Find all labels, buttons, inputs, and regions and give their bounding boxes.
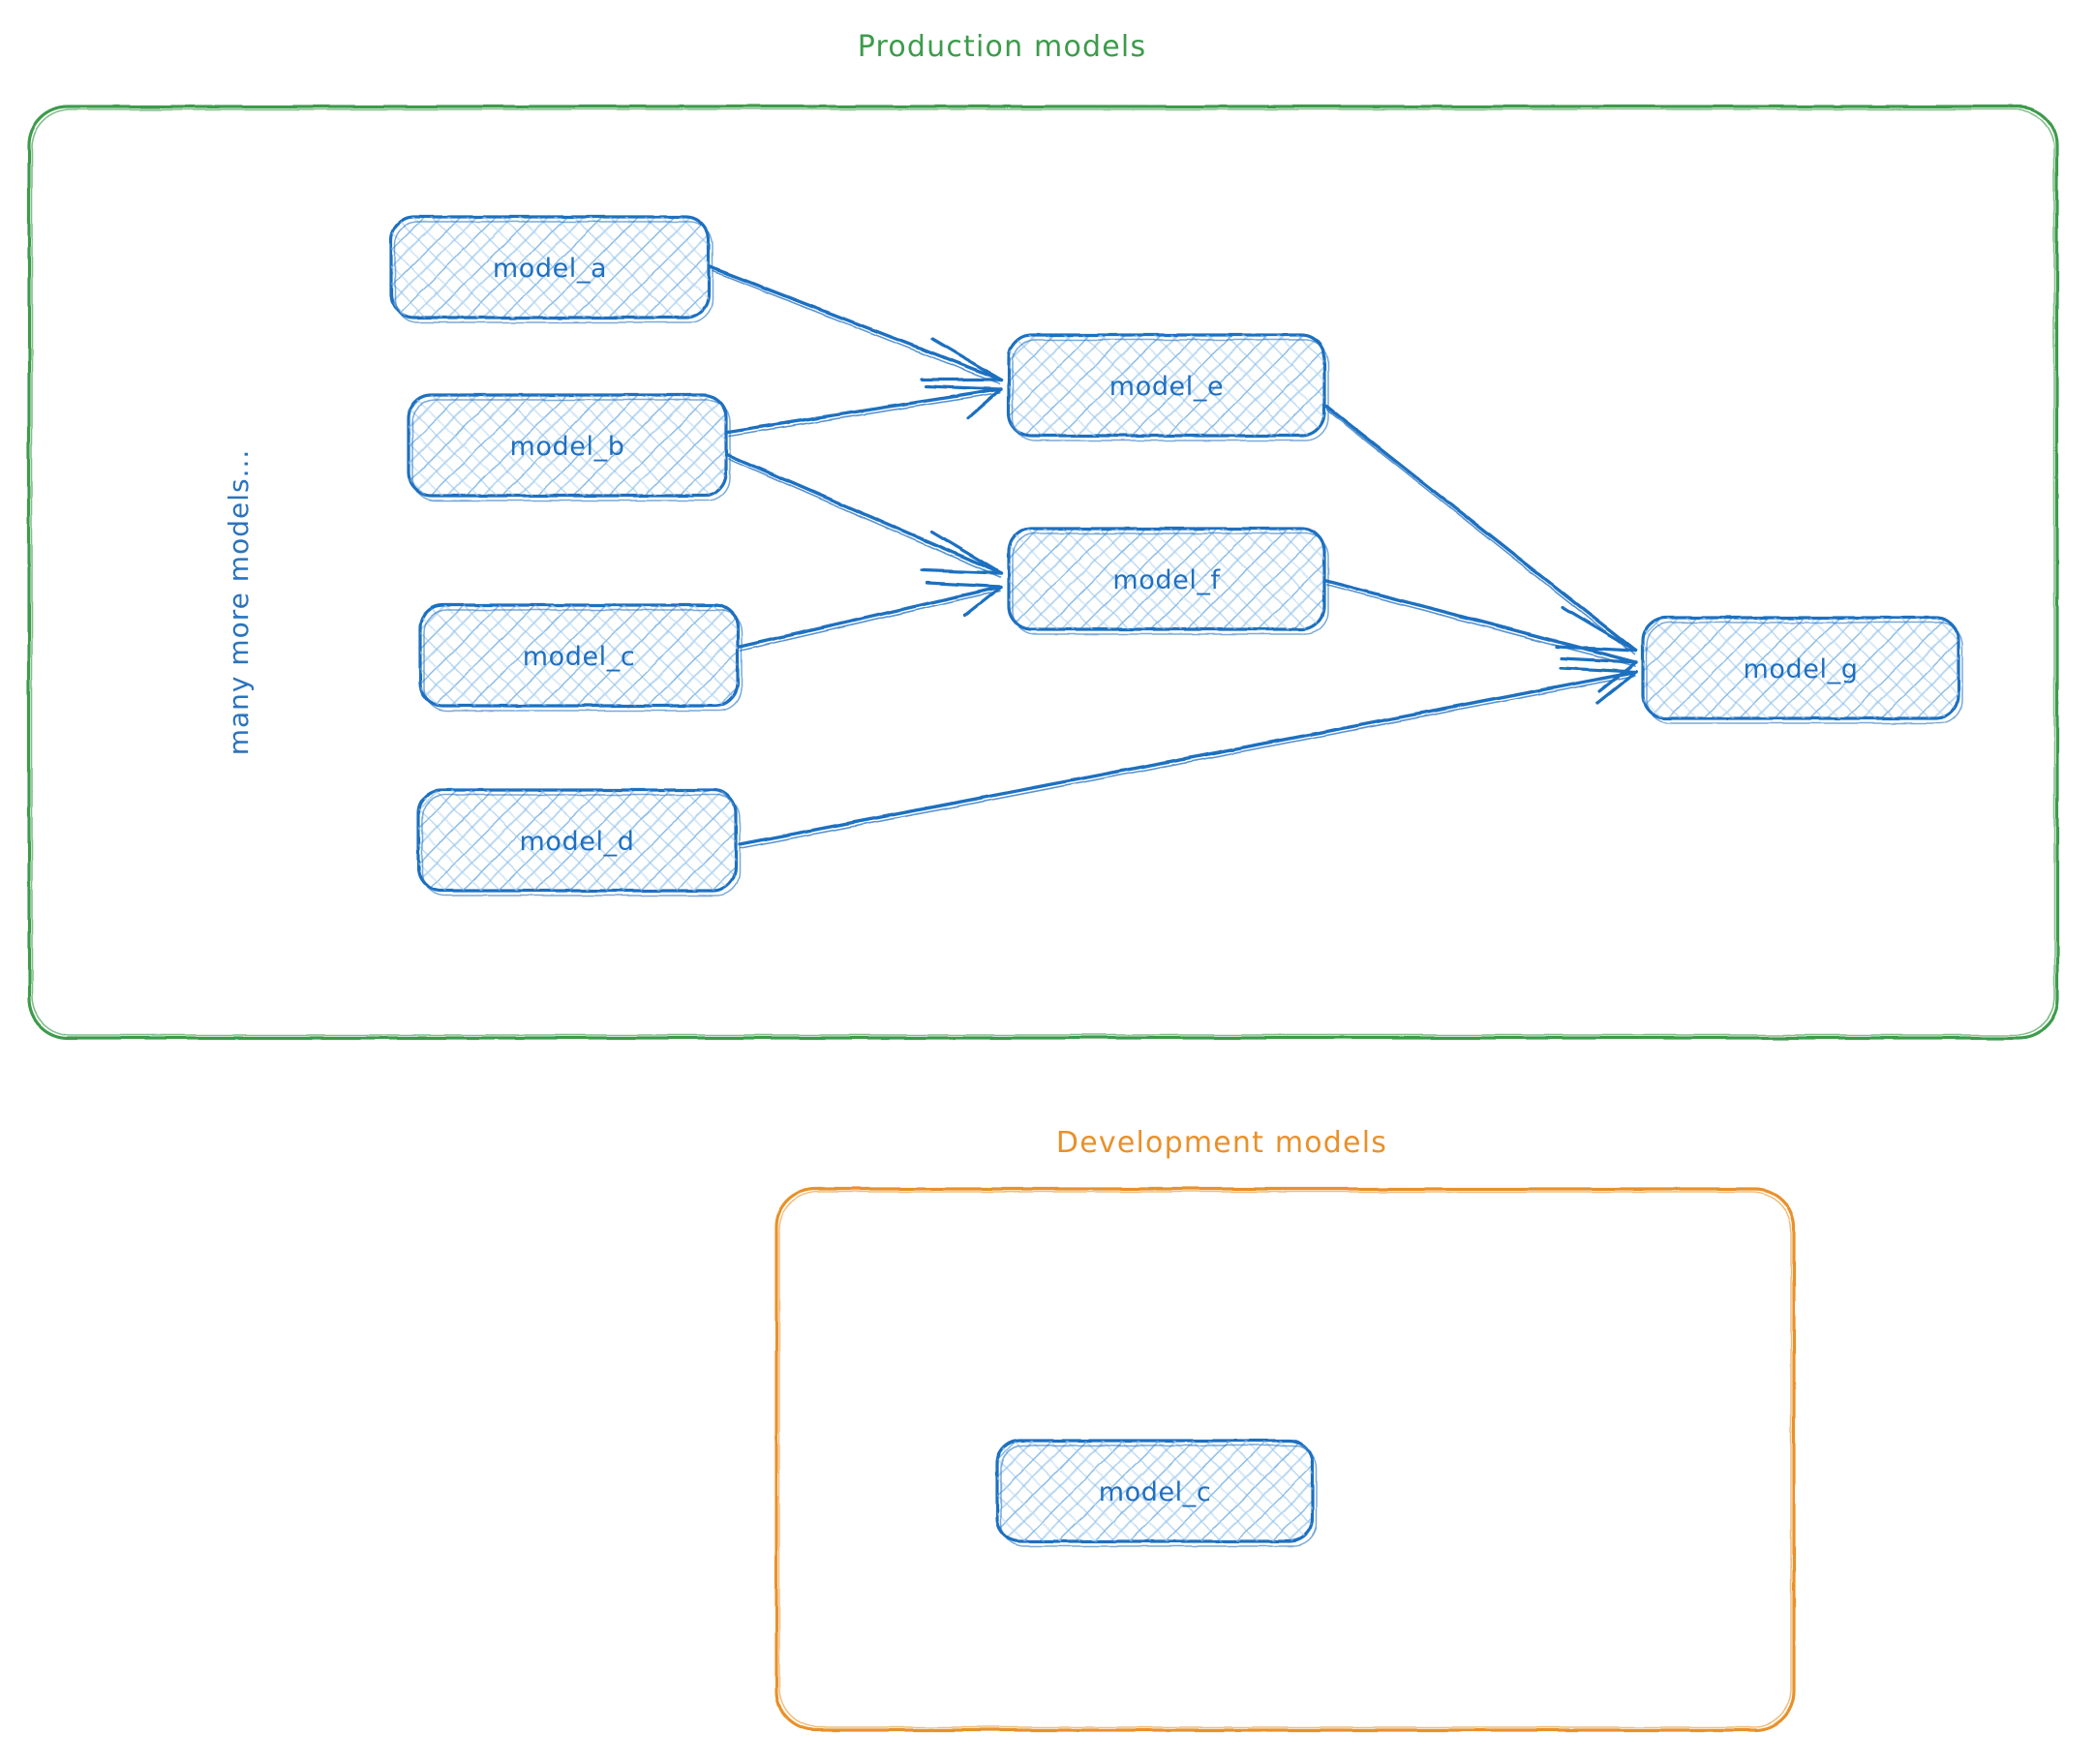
node-model_f-label: model_f [1112, 565, 1221, 595]
node-model_c-development-sketch [1000, 1445, 1318, 1547]
development-container-border [774, 1187, 1796, 1732]
development-group-label: Development models [1056, 1126, 1387, 1160]
edge-model_b-to-model_e [726, 384, 1003, 437]
node-model_d-sketch [421, 794, 741, 897]
node-model_d-label: model_d [520, 827, 635, 857]
node-model_g[interactable]: model_g [1641, 616, 1963, 724]
node-model_c-development[interactable]: model_c [995, 1439, 1318, 1547]
node-model_b[interactable]: model_b [407, 393, 731, 502]
node-model_c-development-hatch [997, 1441, 1313, 1541]
node-layer: model_a model_b model_c [389, 215, 1963, 1547]
node-model_f-sketch [1012, 532, 1329, 635]
node-model_e-hatch [1009, 335, 1324, 436]
node-model_a-label: model_a [493, 254, 607, 284]
edge-model_b-to-model_f [726, 453, 1003, 578]
node-model_a-hatch [391, 217, 709, 318]
group-development: Development models [774, 1126, 1796, 1732]
node-model_c-production[interactable]: model_c [418, 603, 743, 712]
node-model_b-label: model_b [510, 432, 625, 462]
edge-layer [709, 265, 1638, 849]
node-model_c-production-label: model_c [523, 642, 636, 672]
edge-model_f-to-model_g [1324, 579, 1638, 693]
node-model_f[interactable]: model_f [1007, 527, 1329, 635]
node-model_a[interactable]: model_a [389, 215, 714, 323]
node-model_c-development-label: model_c [1099, 1477, 1212, 1507]
production-container-border [27, 105, 2059, 1040]
many-more-models-note: many more models... [223, 449, 255, 756]
node-model_g-sketch [1646, 622, 1963, 724]
node-model_b-hatch [409, 395, 726, 496]
node-model_a-sketch [394, 221, 714, 323]
node-model_c-production-hatch [420, 605, 738, 706]
production-container-border-sketch [31, 108, 2055, 1036]
node-model_g-hatch [1643, 618, 1958, 718]
node-model_b-sketch [411, 399, 731, 502]
edge-model_e-to-model_g [1324, 405, 1638, 655]
node-model_d-hatch [418, 790, 736, 891]
production-group-label: Production models [858, 30, 1147, 64]
node-model_e[interactable]: model_e [1007, 333, 1329, 441]
node-model_c-production-sketch [423, 609, 743, 712]
node-model_e-label: model_e [1109, 372, 1224, 402]
edge-model_c-to-model_f [738, 581, 1003, 652]
development-container-border-sketch [778, 1191, 1792, 1728]
edge-model_d-to-model_g [738, 666, 1638, 849]
node-model_d[interactable]: model_d [416, 788, 741, 897]
node-model_f-hatch [1009, 529, 1324, 629]
node-model_g-label: model_g [1744, 654, 1859, 684]
edge-model_a-to-model_e [709, 265, 1003, 384]
node-model_e-sketch [1012, 339, 1329, 441]
group-production: Production models [27, 30, 2059, 1040]
